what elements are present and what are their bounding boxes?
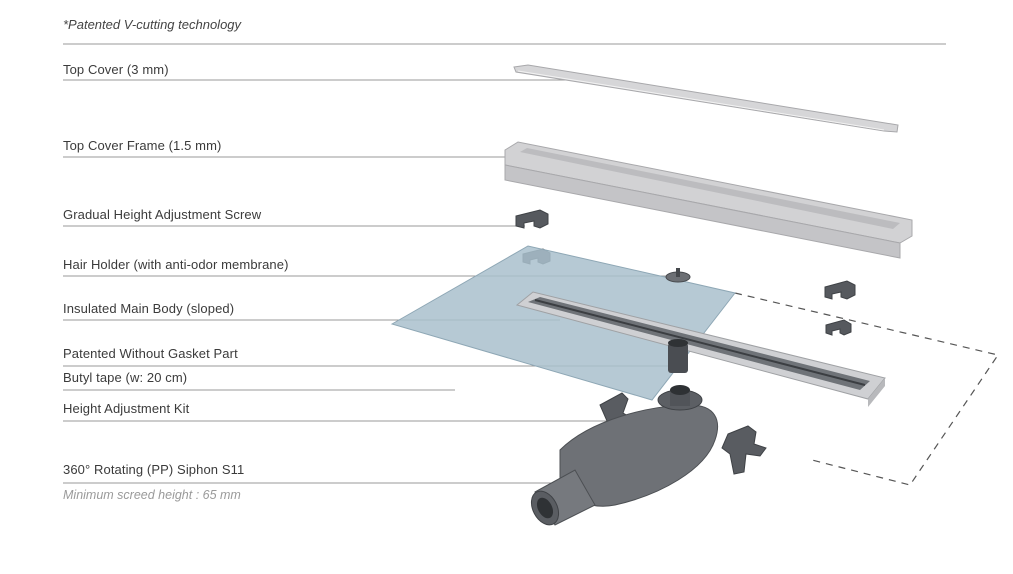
label-top-cover-frame: Top Cover Frame (1.5 mm) [63, 138, 222, 153]
tape-outline-dashed [734, 292, 999, 486]
label-height-adjustment-kit: Height Adjustment Kit [63, 401, 190, 416]
label-main-body: Insulated Main Body (sloped) [63, 301, 235, 316]
butyl-tape-sheet [390, 245, 736, 401]
label-height-adjustment-screw: Gradual Height Adjustment Screw [63, 207, 262, 222]
label-top-cover: Top Cover (3 mm) [63, 62, 169, 77]
screw-3 [824, 280, 856, 300]
gasket-part [668, 339, 688, 373]
siphon-part [530, 385, 719, 526]
label-without-gasket-part: Patented Without Gasket Part [63, 346, 238, 361]
label-butyl-tape: Butyl tape (w: 20 cm) [63, 370, 188, 385]
screw-1 [515, 209, 549, 229]
hair-holder-part [665, 268, 691, 283]
top-cover-frame-part [504, 141, 913, 259]
header-note: *Patented V-cutting technology [63, 17, 242, 32]
label-siphon: 360° Rotating (PP) Siphon S11 [63, 462, 245, 477]
height-kit-foot [721, 425, 767, 475]
screw-4 [825, 319, 852, 336]
label-hair-holder: Hair Holder (with anti-odor membrane) [63, 257, 289, 272]
footnote-screed-height: Minimum screed height : 65 mm [63, 488, 241, 502]
top-cover-part [513, 64, 899, 133]
main-body-part [515, 291, 886, 407]
